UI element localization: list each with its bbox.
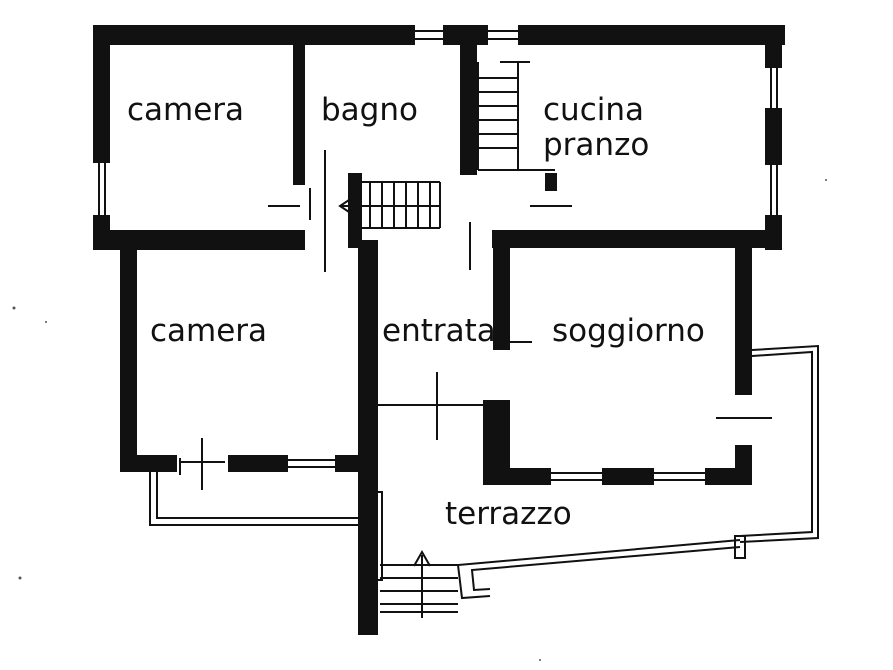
stairs-central [338,181,441,229]
room-label-camera-bottom: camera [150,313,267,349]
room-label-entrata: entrata [382,313,496,349]
room-label-pranzo: pranzo [543,127,649,163]
walls [93,25,785,635]
room-label-camera-top: camera [127,92,244,128]
room-label-cucina: cucina [543,92,644,128]
scan-specks [12,179,827,661]
stairs-entrance [380,549,458,618]
room-label-soggiorno: soggiorno [552,313,705,349]
windows [98,30,778,481]
door-marks [179,150,772,490]
room-label-terrazzo: terrazzo [445,496,572,532]
stairs-kitchen [477,61,555,171]
room-label-bagno: bagno [321,92,418,128]
terrace-outlines [149,344,819,600]
